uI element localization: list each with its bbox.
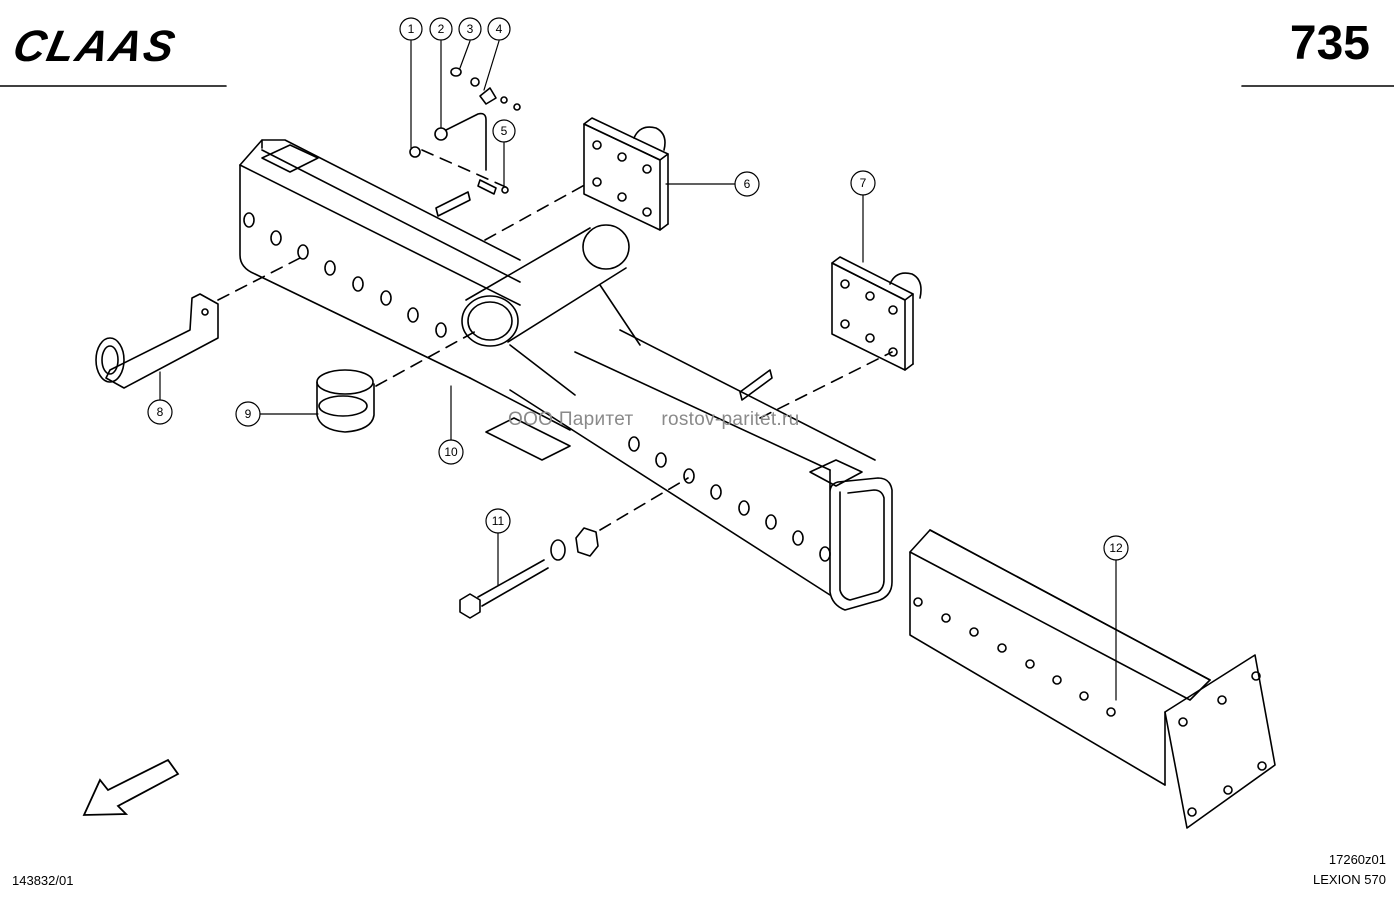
drawing-number: 17260z01 xyxy=(1328,852,1386,867)
callout-10: 10 xyxy=(444,445,458,459)
callout-5: 5 xyxy=(501,124,508,138)
flange-plate-left xyxy=(831,256,922,371)
callout-1: 1 xyxy=(408,22,415,36)
watermark-company: ООО Паритет xyxy=(508,409,634,430)
footer-info: 17260z01 LEXION 570 xyxy=(1313,850,1386,890)
hitch-pin xyxy=(95,293,219,389)
callout-7: 7 xyxy=(860,176,867,190)
callout-leaders xyxy=(159,40,1117,701)
document-number: 143832/01 xyxy=(12,873,74,888)
callout-3: 3 xyxy=(467,22,474,36)
callout-9: 9 xyxy=(245,407,252,421)
callout-2: 2 xyxy=(438,22,445,36)
callout-11: 11 xyxy=(492,514,505,528)
direction-arrow-icon xyxy=(82,758,180,816)
cross-tube xyxy=(461,224,641,396)
assembly-lines xyxy=(217,149,893,531)
flange-plate-right xyxy=(583,117,669,231)
callout-8: 8 xyxy=(157,405,164,419)
callout-6: 6 xyxy=(744,177,751,191)
page-number: 735 xyxy=(1289,17,1370,70)
bushing xyxy=(316,369,375,433)
watermark-site: rostov-paritet.ru xyxy=(661,409,800,430)
callout-12: 12 xyxy=(1109,541,1123,555)
bolt-assembly xyxy=(459,527,599,619)
callout-4: 4 xyxy=(496,22,503,36)
watermark: ООО Паритет rostov-paritet.ru xyxy=(508,409,800,431)
model-name: LEXION 570 xyxy=(1313,872,1386,887)
main-beam xyxy=(239,139,893,611)
extension-beam xyxy=(909,529,1276,829)
callout-circles xyxy=(147,17,1129,561)
